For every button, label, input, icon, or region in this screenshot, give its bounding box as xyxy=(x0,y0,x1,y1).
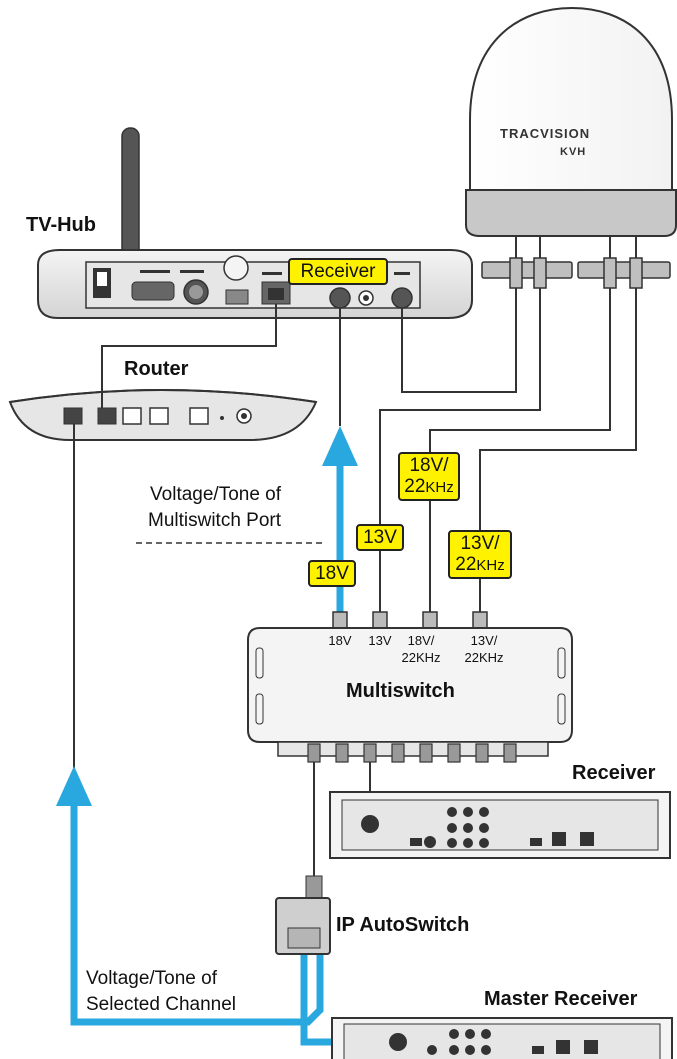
multiswitch-port-18v: 18V xyxy=(328,633,352,648)
multiswitch-port-13v: 13V xyxy=(368,633,392,648)
antenna-brand-text: TRACVISION xyxy=(500,126,591,141)
master-receiver-label: Master Receiver xyxy=(484,988,638,1010)
tag-line: 18V/ xyxy=(409,455,449,476)
tag-unit: KHz xyxy=(425,479,454,496)
tag-13v: 13V xyxy=(356,524,404,551)
annotation-line: Voltage/Tone of xyxy=(86,968,217,989)
port-line: 18V/ xyxy=(407,633,435,648)
master-receiver-device xyxy=(331,1017,673,1059)
tag-line: 22KHz xyxy=(453,554,507,576)
tag-18v: 18V xyxy=(308,560,356,587)
port-line: 13V/ xyxy=(470,633,498,648)
annotation-line: Multiswitch Port xyxy=(148,510,282,531)
multiswitch-port-13v-22khz: 13V/ 22KHz xyxy=(460,632,508,666)
tag-value: 22 xyxy=(455,554,477,575)
port-line: 22KHz xyxy=(464,650,504,665)
port-line: 22KHz xyxy=(401,650,441,665)
tag-18v-22khz: 18V/ 22KHz xyxy=(398,452,460,501)
multiswitch-port-18v-22khz: 18V/ 22KHz xyxy=(398,632,444,666)
receiver-label: Receiver xyxy=(572,762,656,784)
annotation-line: Voltage/Tone of xyxy=(150,484,282,505)
router-device xyxy=(8,389,318,441)
tag-value: 22 xyxy=(404,476,426,497)
tag-line: 22KHz xyxy=(403,476,455,498)
tag-unit: KHz xyxy=(476,557,505,574)
multiswitch-label: Multiswitch xyxy=(346,680,455,702)
annotation-line: Selected Channel xyxy=(86,994,236,1015)
tracvision-antenna xyxy=(465,6,677,289)
router-label: Router xyxy=(124,358,189,380)
tvhub-receiver-port-tag: Receiver xyxy=(288,258,388,285)
multiswitch-device xyxy=(247,611,573,763)
tag-13v-22khz: 13V/ 22KHz xyxy=(448,530,512,579)
multiswitch-port-annotation: Voltage/Tone of Multiswitch Port xyxy=(148,482,281,534)
antenna-maker-text: KVH xyxy=(560,146,587,158)
tvhub-label: TV-Hub xyxy=(26,214,96,236)
tag-line: 13V/ xyxy=(460,533,500,554)
ip-autoswitch-label: IP AutoSwitch xyxy=(336,914,470,936)
receiver-device xyxy=(329,791,671,859)
selected-channel-annotation: Voltage/Tone of Selected Channel xyxy=(86,966,236,1018)
tvhub-device xyxy=(37,127,473,319)
ip-autoswitch-device xyxy=(275,875,331,955)
